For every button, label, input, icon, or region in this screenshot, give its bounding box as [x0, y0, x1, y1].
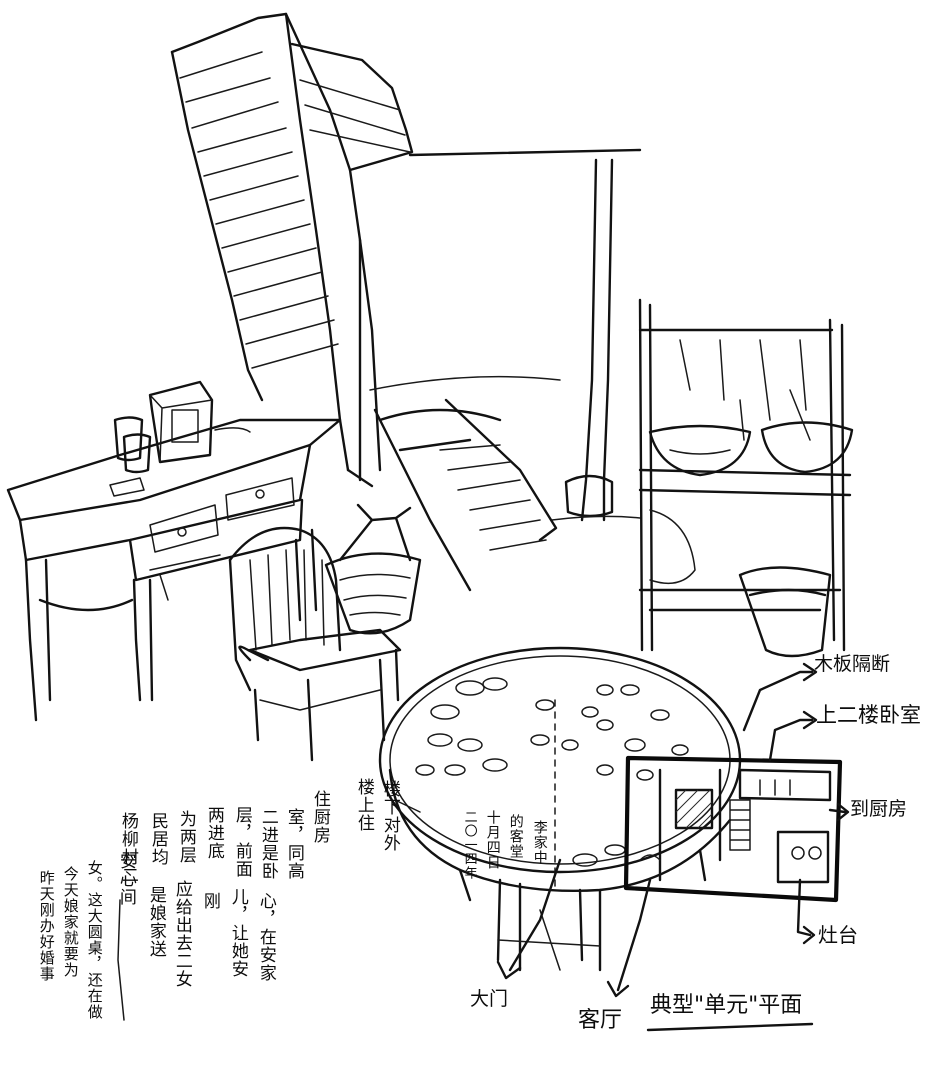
label-stove: 灶台	[818, 923, 858, 947]
label-to-kitchen: 到厨房	[850, 798, 908, 820]
date-note-line2: 的客堂	[507, 814, 524, 859]
note-col11: 心，在安家	[255, 892, 276, 982]
label-main-door: 大门	[470, 988, 509, 1010]
note-col3: 住厨房	[309, 790, 330, 844]
note-col16: 安心间	[115, 852, 136, 906]
date-note-line1: 李家中	[531, 820, 548, 865]
note-col2: 楼上住	[353, 778, 374, 832]
note-col1: 楼下对外	[379, 780, 400, 852]
wall-base-line	[369, 375, 641, 521]
date-note-line3: 十月四日	[484, 810, 501, 870]
basin-shelf	[638, 298, 854, 658]
unit-floor-plan	[623, 755, 843, 903]
date-note-line4: 二〇一四年	[461, 810, 477, 880]
hanging-basket	[324, 503, 422, 635]
note-col7: 两进底	[203, 806, 224, 860]
small-steps	[373, 398, 558, 592]
note-col4: 室，同高	[283, 808, 304, 880]
note-col9: 民居均	[147, 812, 168, 866]
note-col14: 应给出去二女	[171, 880, 192, 988]
note-col19: 女。这大圆桌，还在做	[85, 860, 104, 1020]
wooden-chair	[228, 526, 402, 762]
note-col13: 刚	[199, 892, 220, 910]
note-col6: 层，前面	[231, 806, 252, 878]
staircase	[170, 12, 414, 488]
note-col15: 是娘家送	[145, 886, 166, 958]
annotation-arrows	[394, 662, 850, 998]
note-col10: 杨柳村二	[117, 812, 138, 884]
note-col8: 为两层	[175, 810, 196, 864]
label-wood-partition: 木板隔断	[814, 653, 891, 675]
beam-and-post	[408, 148, 642, 522]
round-table	[378, 646, 742, 972]
note-col18: 今天娘家就要为	[61, 866, 80, 978]
label-upstairs-bedroom: 上二楼卧室	[816, 703, 921, 727]
label-living-room: 客厅	[578, 1008, 623, 1033]
note-col5: 二进是卧	[257, 808, 278, 880]
side-table	[6, 380, 342, 722]
note-col17: 昨天刚办好婚事	[37, 870, 56, 982]
note-col12: 儿，让她安	[227, 888, 248, 978]
title-underline	[646, 1022, 814, 1032]
title-typical-unit-plan: 典型"单元"平面	[650, 993, 803, 1018]
notes-bracket	[117, 899, 125, 1021]
